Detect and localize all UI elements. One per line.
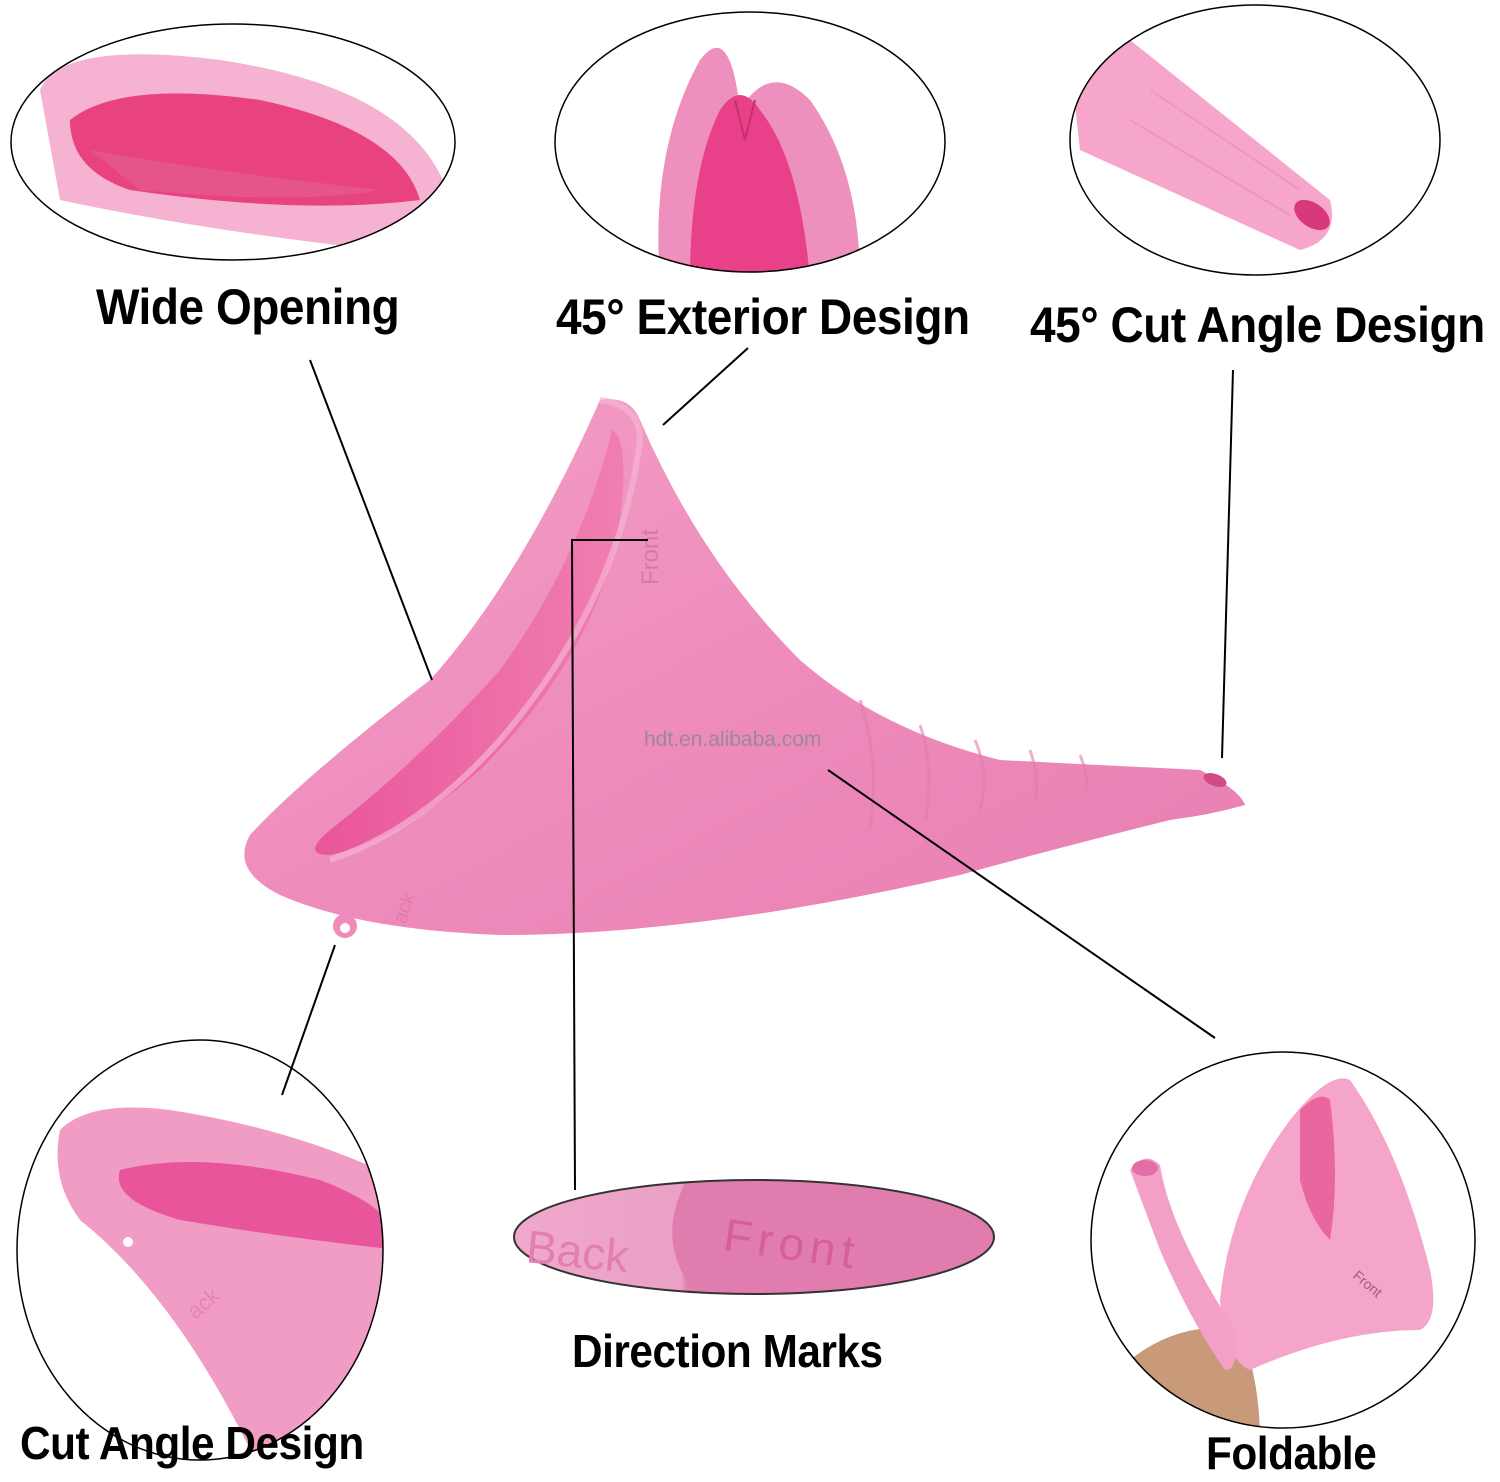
label-foldable: Foldable bbox=[1206, 1427, 1377, 1479]
callout-foldable-image: Front bbox=[1090, 1051, 1476, 1429]
label-cut-angle-45: 45° Cut Angle Design bbox=[1030, 297, 1485, 353]
leader-cut-angle-45 bbox=[1221, 369, 1234, 759]
leader-direction-marks bbox=[570, 539, 648, 1191]
label-wide-opening: Wide Opening bbox=[96, 279, 400, 335]
main-product-funnel: Front ack bbox=[244, 397, 1245, 938]
leader-lines bbox=[281, 347, 1234, 1191]
callout-cut-angle-image: ack bbox=[16, 1039, 384, 1461]
label-direction-marks: Direction Marks bbox=[572, 1325, 883, 1377]
leader-cut-angle bbox=[281, 944, 336, 1096]
label-exterior-design: 45° Exterior Design bbox=[556, 289, 970, 345]
leader-foldable bbox=[827, 769, 1216, 1039]
leader-wide-opening bbox=[309, 359, 433, 681]
callout-direction-marks-image: Back Front bbox=[513, 1179, 995, 1295]
leader-exterior-design bbox=[662, 347, 749, 426]
callout-exterior-design-image bbox=[554, 11, 946, 273]
front-mark: Front bbox=[637, 529, 664, 585]
label-cut-angle: Cut Angle Design bbox=[20, 1417, 364, 1469]
callout-cut-angle-45-image bbox=[1069, 4, 1441, 276]
callout-wide-opening-image bbox=[10, 23, 456, 261]
back-mark-oval: Back bbox=[524, 1220, 632, 1283]
watermark: hdt.en.alibaba.com bbox=[644, 728, 822, 751]
